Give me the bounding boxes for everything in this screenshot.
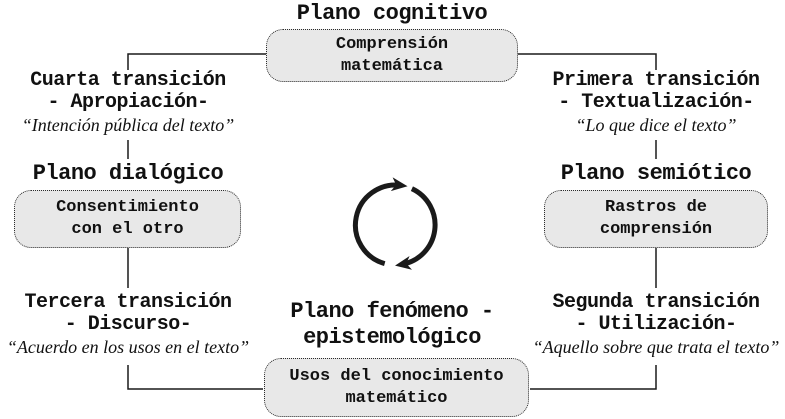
connector-topbox-to-first [518,53,657,70]
transition-quote: “Lo que dice el texto” [575,115,737,135]
transition-subtitle: - Discurso- [64,313,192,336]
transition-subtitle: - Apropiación- [47,91,209,114]
plane-title-dialogico: Plano dialógico [32,161,224,186]
transition-primera-textualizacion: Primera transición - Textualización- “Lo… [530,70,782,136]
plane-box-comprension-matematica: Comprensión matemática [266,29,518,82]
plane-box-usos-del-conocimiento: Usos del conocimiento matemático [264,358,529,417]
transition-quote: “Aquello sobre que trata el texto” [532,337,780,357]
plane-title-fenomeno-epistemologico: Plano fenómeno - epistemológico [290,299,494,350]
transition-quote: “Acuerdo en los usos en el texto” [6,337,250,357]
transition-title: Primera transición [552,69,760,92]
plane-box-consentimiento-con-el-otro: Consentimiento con el otro [14,190,241,248]
plane-title-cognitivo: Plano cognitivo [296,1,488,26]
clockwise-cycle-arrows-icon [352,177,438,270]
transition-cuarta-apropiacion: Cuarta transición - Apropiación- “Intenc… [2,70,254,136]
transition-subtitle: - Utilización- [575,313,737,336]
transition-segunda-utilizacion: Segunda transición - Utilización- “Aquel… [524,292,785,358]
transition-title: Segunda transición [552,291,760,314]
plane-title-semiotico: Plano semiótico [560,161,752,186]
transition-title: Cuarta transición [30,69,226,92]
transition-tercera-discurso: Tercera transición - Discurso- “Acuerdo … [0,292,256,358]
plane-box-rastros-de-comprension: Rastros de comprensión [544,190,768,248]
connector-third-to-bottombox [127,365,263,390]
connector-second-to-bottombox [530,365,657,390]
transition-title: Tercera transición [24,291,232,314]
transition-subtitle: - Textualización- [558,91,754,114]
transition-quote: “Intención pública del texto” [21,115,235,135]
connector-topbox-to-fourth [127,53,267,70]
